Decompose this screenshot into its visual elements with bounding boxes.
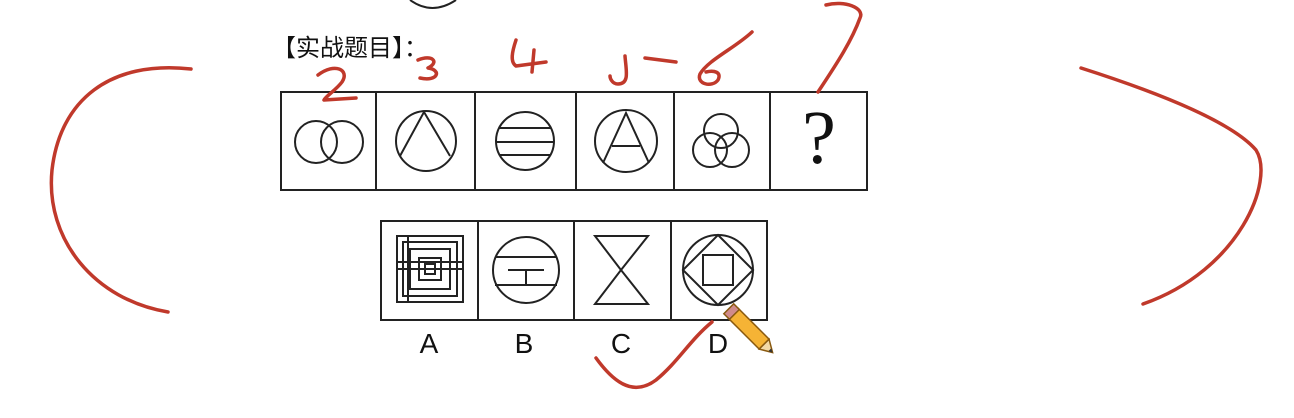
option-b-figure[interactable]	[492, 236, 560, 304]
annotation-number-5	[608, 54, 629, 86]
figure-circle-with-inverted-v	[395, 109, 457, 172]
option-d-label[interactable]: D	[707, 328, 729, 359]
annotation-number-3	[416, 56, 439, 81]
figure-two-overlapping-circles	[294, 120, 364, 164]
options-row	[380, 220, 768, 321]
annotation-number-4	[510, 38, 548, 74]
option-c-label[interactable]: C	[610, 328, 632, 359]
annotation-dash	[643, 56, 678, 64]
option-a-label[interactable]: A	[419, 328, 439, 359]
figure-circle-with-horizontal-lines	[495, 111, 555, 171]
annotation-number-2	[316, 66, 358, 102]
figure-three-overlapping-circles	[692, 113, 750, 168]
annotation-right-bracket	[1079, 66, 1263, 306]
sequence-row	[280, 91, 868, 191]
sequence-frame	[280, 91, 868, 191]
annotation-bottom-squiggle	[594, 320, 714, 390]
pencil-cursor-icon	[722, 302, 774, 354]
partial-circle-top	[409, 0, 457, 9]
figure-circle-with-letter-a	[594, 109, 658, 173]
option-b-label[interactable]: B	[514, 328, 534, 359]
annotation-number-6	[697, 30, 754, 86]
annotation-arrow-to-question	[816, 1, 863, 94]
option-a-figure[interactable]	[396, 235, 464, 303]
annotation-left-bracket	[49, 66, 193, 314]
puzzle-title: 【实战题目】：	[272, 34, 428, 62]
question-mark: ?	[802, 96, 836, 180]
option-c-figure[interactable]	[592, 235, 651, 305]
handwritten-annotations	[49, 1, 1263, 390]
option-d-figure[interactable]	[681, 233, 755, 307]
